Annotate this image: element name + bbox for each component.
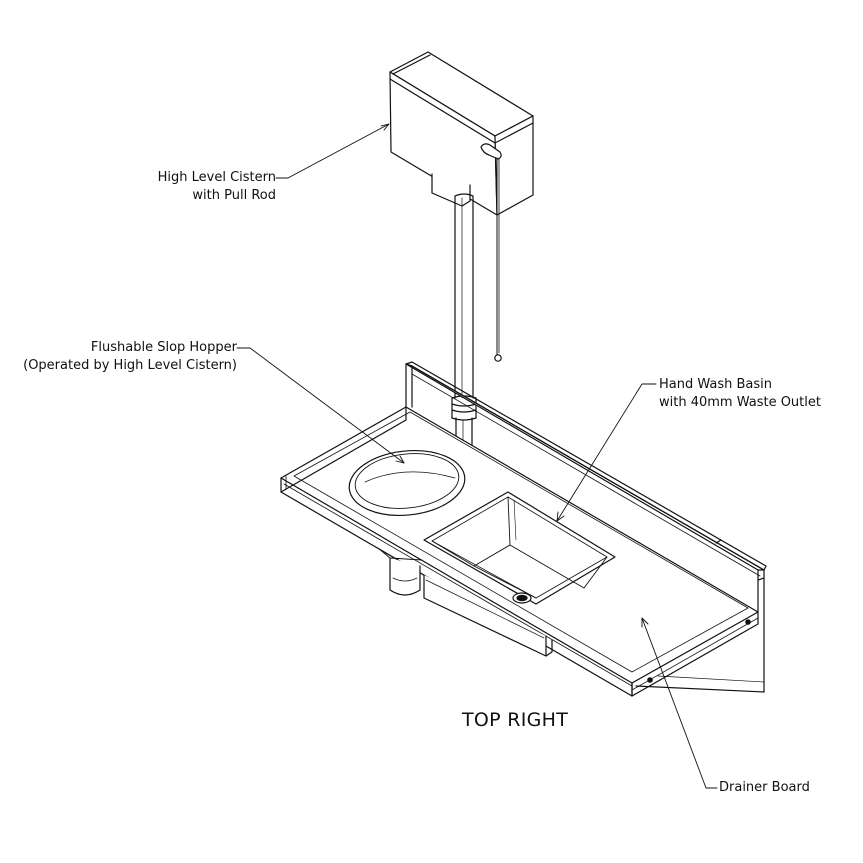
wall-bracket bbox=[636, 676, 764, 692]
basin-label-line2: with 40mm Waste Outlet bbox=[659, 395, 821, 410]
leader-lines bbox=[237, 124, 717, 788]
slop-hopper bbox=[346, 445, 468, 595]
basin-label: Hand Wash Basin with 40mm Waste Outlet bbox=[659, 376, 859, 412]
cistern-label-line1: High Level Cistern bbox=[157, 170, 276, 185]
upstand bbox=[406, 362, 766, 692]
basin-label-line1: Hand Wash Basin bbox=[659, 377, 773, 392]
pull-rod-handle bbox=[495, 355, 501, 361]
flush-pipe bbox=[452, 194, 476, 454]
hopper-label-line1: Flushable Slop Hopper bbox=[90, 340, 237, 355]
hand-wash-basin bbox=[424, 492, 615, 656]
view-title: TOP RIGHT bbox=[462, 709, 569, 731]
drainer-label: Drainer Board bbox=[719, 779, 849, 797]
hopper-label-line2: (Operated by High Level Cistern) bbox=[23, 358, 237, 373]
hopper-label: Flushable Slop Hopper (Operated by High … bbox=[4, 339, 237, 375]
cistern-label-line2: with Pull Rod bbox=[192, 188, 276, 203]
cistern-label: High Level Cistern with Pull Rod bbox=[100, 169, 276, 205]
drainer-label-line1: Drainer Board bbox=[719, 780, 810, 795]
cistern bbox=[390, 52, 533, 361]
